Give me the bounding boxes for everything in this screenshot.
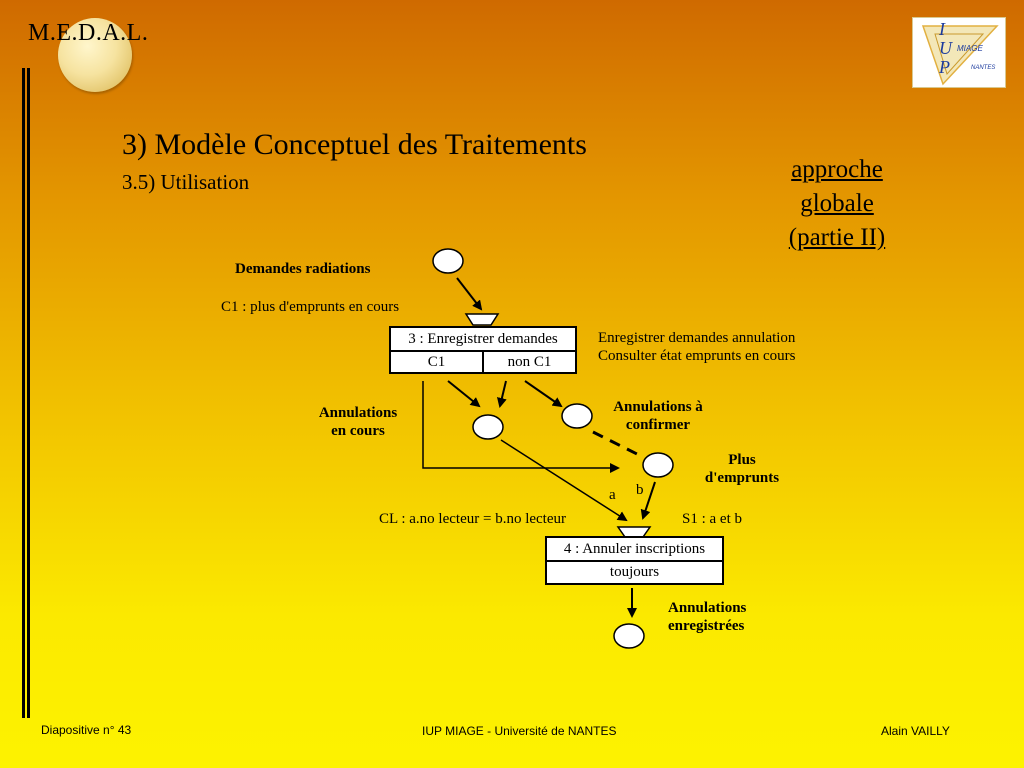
page-subtitle: 3.5) Utilisation bbox=[122, 170, 250, 194]
arrow-op3-to-plus-emprunts bbox=[422, 381, 620, 473]
arrow-c1-to-annulations bbox=[447, 380, 481, 408]
event-circle-annulations-en-cours bbox=[472, 414, 504, 440]
logo-word-nantes: NANTES bbox=[971, 65, 996, 71]
iup-miage-logo: I U P MIAGE NANTES bbox=[912, 17, 1006, 88]
operation-4-box: 4 : Annuler inscriptions toujours bbox=[545, 536, 724, 585]
app-title: M.E.D.A.L. bbox=[28, 20, 149, 46]
operation-3-cond-c1: C1 bbox=[427, 354, 446, 370]
operation-4-name: 4 : Annuler inscriptions bbox=[547, 538, 722, 562]
arrow-c1b-to-annulations bbox=[497, 380, 507, 408]
sync-s1: S1 : a et b bbox=[682, 511, 742, 527]
arrow-a-to-op4 bbox=[500, 439, 628, 522]
event-label-annulations-a-confirmer: Annulations à confirmer bbox=[598, 398, 718, 434]
sync-op3 bbox=[464, 313, 500, 326]
logo-letter-i: I bbox=[939, 19, 945, 39]
event-label-enregistrees-line1: Annulations bbox=[668, 600, 747, 616]
arrow-nonc1-to-confirmer bbox=[524, 380, 563, 408]
event-label-confirmer-line1: Annulations à bbox=[613, 399, 703, 415]
event-circle-demandes bbox=[432, 248, 464, 274]
event-label-annulations-en-cours: Annulations en cours bbox=[305, 404, 411, 440]
link-line-2[interactable]: globale bbox=[800, 190, 874, 217]
event-label-enregistrees-line2: enregistrées bbox=[668, 618, 745, 634]
event-label-plus-emprunts-line1: Plus bbox=[728, 452, 756, 468]
arrow-b-to-op4 bbox=[640, 481, 656, 520]
left-rule-1 bbox=[22, 68, 25, 718]
medal-coin-logo bbox=[58, 18, 132, 92]
condition-cl: CL : a.no lecteur = b.no lecteur bbox=[379, 511, 567, 527]
dashed-confirmer-to-plus bbox=[592, 430, 642, 458]
page-title: 3) Modèle Conceptuel des Traitements bbox=[122, 128, 587, 161]
link-line-1[interactable]: approche bbox=[791, 156, 883, 183]
operation-3-box: 3 : Enregistrer demandes C1 non C1 bbox=[389, 326, 577, 374]
event-label-plus-emprunts: Plus d'emprunts bbox=[692, 451, 792, 487]
logo-letter-p: P bbox=[939, 57, 950, 77]
left-rule-2 bbox=[27, 68, 30, 718]
approche-globale-link[interactable]: approche globale (partie II) bbox=[764, 153, 910, 255]
condition-c1: C1 : plus d'emprunts en cours bbox=[221, 299, 400, 315]
footer-institution: IUP MIAGE - Université de NANTES bbox=[422, 724, 617, 738]
event-label-plus-emprunts-line2: d'emprunts bbox=[704, 470, 780, 486]
event-label-demandes: Demandes radiations bbox=[235, 261, 371, 277]
arrow-demandes-to-op3 bbox=[456, 277, 483, 311]
event-label-annulations-en-cours-line2: en cours bbox=[331, 423, 385, 439]
footer-slide-number: Diapositive n° 43 bbox=[41, 723, 132, 737]
logo-letter-u: U bbox=[939, 38, 952, 58]
operation-3-action-2: Consulter état emprunts en cours bbox=[598, 348, 796, 364]
event-label-annulations-en-cours-line1: Annulations bbox=[318, 405, 398, 421]
link-line-3[interactable]: (partie II) bbox=[788, 224, 886, 251]
operation-3-cond-non-c1: non C1 bbox=[482, 352, 575, 373]
event-circle-annulations-a-confirmer bbox=[561, 403, 593, 429]
operation-4-cond-toujours: toujours bbox=[609, 564, 660, 580]
operation-3-name: 3 : Enregistrer demandes bbox=[391, 328, 575, 352]
label-a: a bbox=[609, 487, 616, 503]
operation-3-action-1: Enregistrer demandes annulation bbox=[598, 330, 796, 346]
footer-author: Alain VAILLY bbox=[881, 724, 950, 738]
label-b: b bbox=[636, 482, 644, 498]
logo-word-miage: MIAGE bbox=[957, 44, 983, 53]
event-label-confirmer-line2: confirmer bbox=[625, 417, 691, 433]
event-label-annulations-enregistrees: Annulations enregistrées bbox=[668, 599, 746, 635]
event-circle-plus-emprunts bbox=[642, 452, 674, 478]
event-circle-annulations-enregistrees bbox=[613, 623, 645, 649]
